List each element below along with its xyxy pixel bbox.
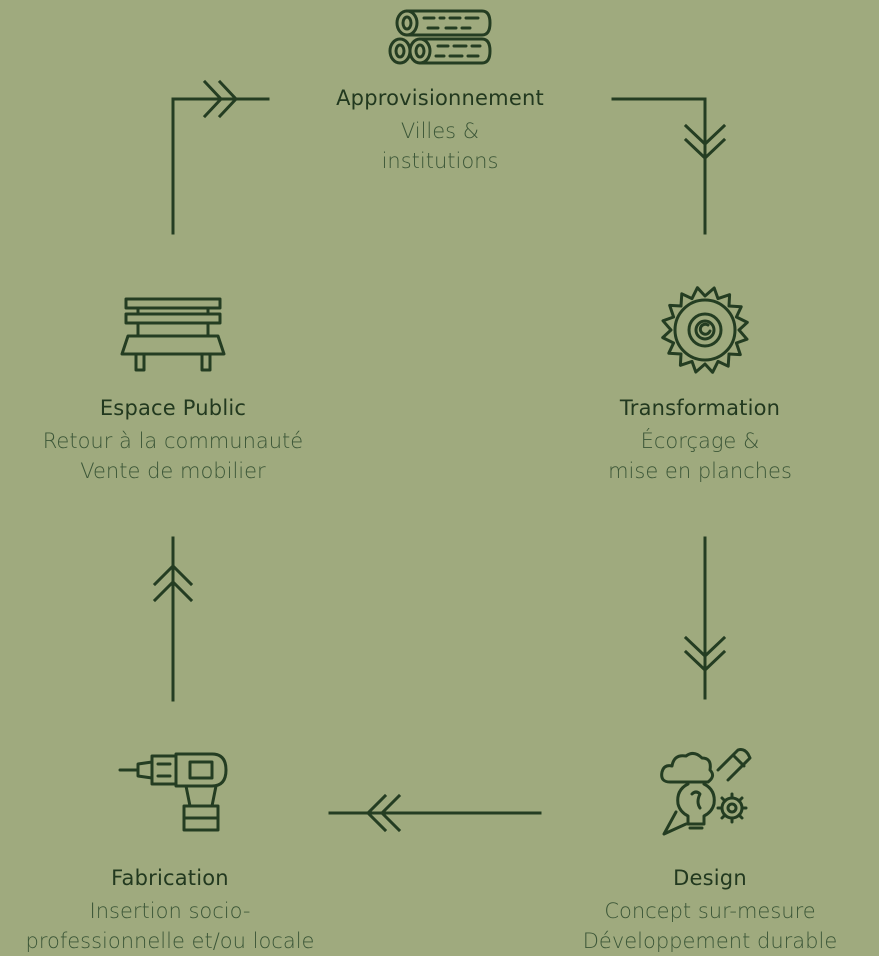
arrowhead-down	[683, 137, 727, 161]
arrowhead-down	[683, 635, 727, 659]
node-title: Transformation	[619, 396, 781, 420]
node-subtitle-line: Vente de mobilier	[80, 459, 266, 483]
node-subtitle-line: institutions	[381, 149, 499, 173]
design-idea-icon	[660, 748, 752, 836]
arrowhead-right	[217, 79, 239, 119]
saw-blade-icon	[661, 286, 749, 374]
node-fabrication: Fabrication Insertion socio- professionn…	[0, 866, 340, 956]
arrowhead-right	[202, 79, 224, 119]
node-subtitle-line: professionnelle et/ou locale	[25, 929, 315, 953]
node-title: Design	[673, 866, 747, 890]
node-subtitle-line: Développement durable	[582, 929, 838, 953]
arrowhead-left	[365, 793, 388, 833]
node-subtitle-line: Concept sur-mesure	[604, 899, 816, 923]
node-design: Design Concept sur-mesure Développement …	[540, 866, 879, 956]
node-subtitle-line: Villes &	[400, 119, 480, 143]
node-espace-public: Espace Public Retour à la communauté Ven…	[10, 396, 336, 486]
connector-espace-public-approvisionnement	[171, 97, 270, 235]
node-title: Espace Public	[99, 396, 247, 420]
node-approvisionnement: Approvisionnement Villes & institutions	[290, 86, 590, 176]
node-subtitle-line: Retour à la communauté	[42, 429, 304, 453]
arrowhead-up	[152, 579, 194, 603]
node-subtitle-line: mise en planches	[608, 459, 792, 483]
saw-teeth	[661, 286, 749, 374]
arrowhead-down	[683, 123, 727, 147]
arrowhead-down	[683, 649, 727, 673]
node-subtitle-line: Écorçage &	[640, 429, 760, 453]
node-title: Approvisionnement	[336, 86, 544, 110]
arrowhead-left	[379, 793, 402, 833]
node-subtitle-line: Insertion socio-	[89, 899, 251, 923]
bench-icon	[120, 297, 226, 372]
arrowhead-up	[152, 563, 194, 587]
connector-approvisionnement-transformation	[611, 97, 707, 235]
logs-icon	[388, 9, 492, 65]
drill-icon	[118, 752, 228, 832]
node-transformation: Transformation Écorçage & mise en planch…	[550, 396, 850, 486]
node-title: Fabrication	[111, 866, 229, 890]
